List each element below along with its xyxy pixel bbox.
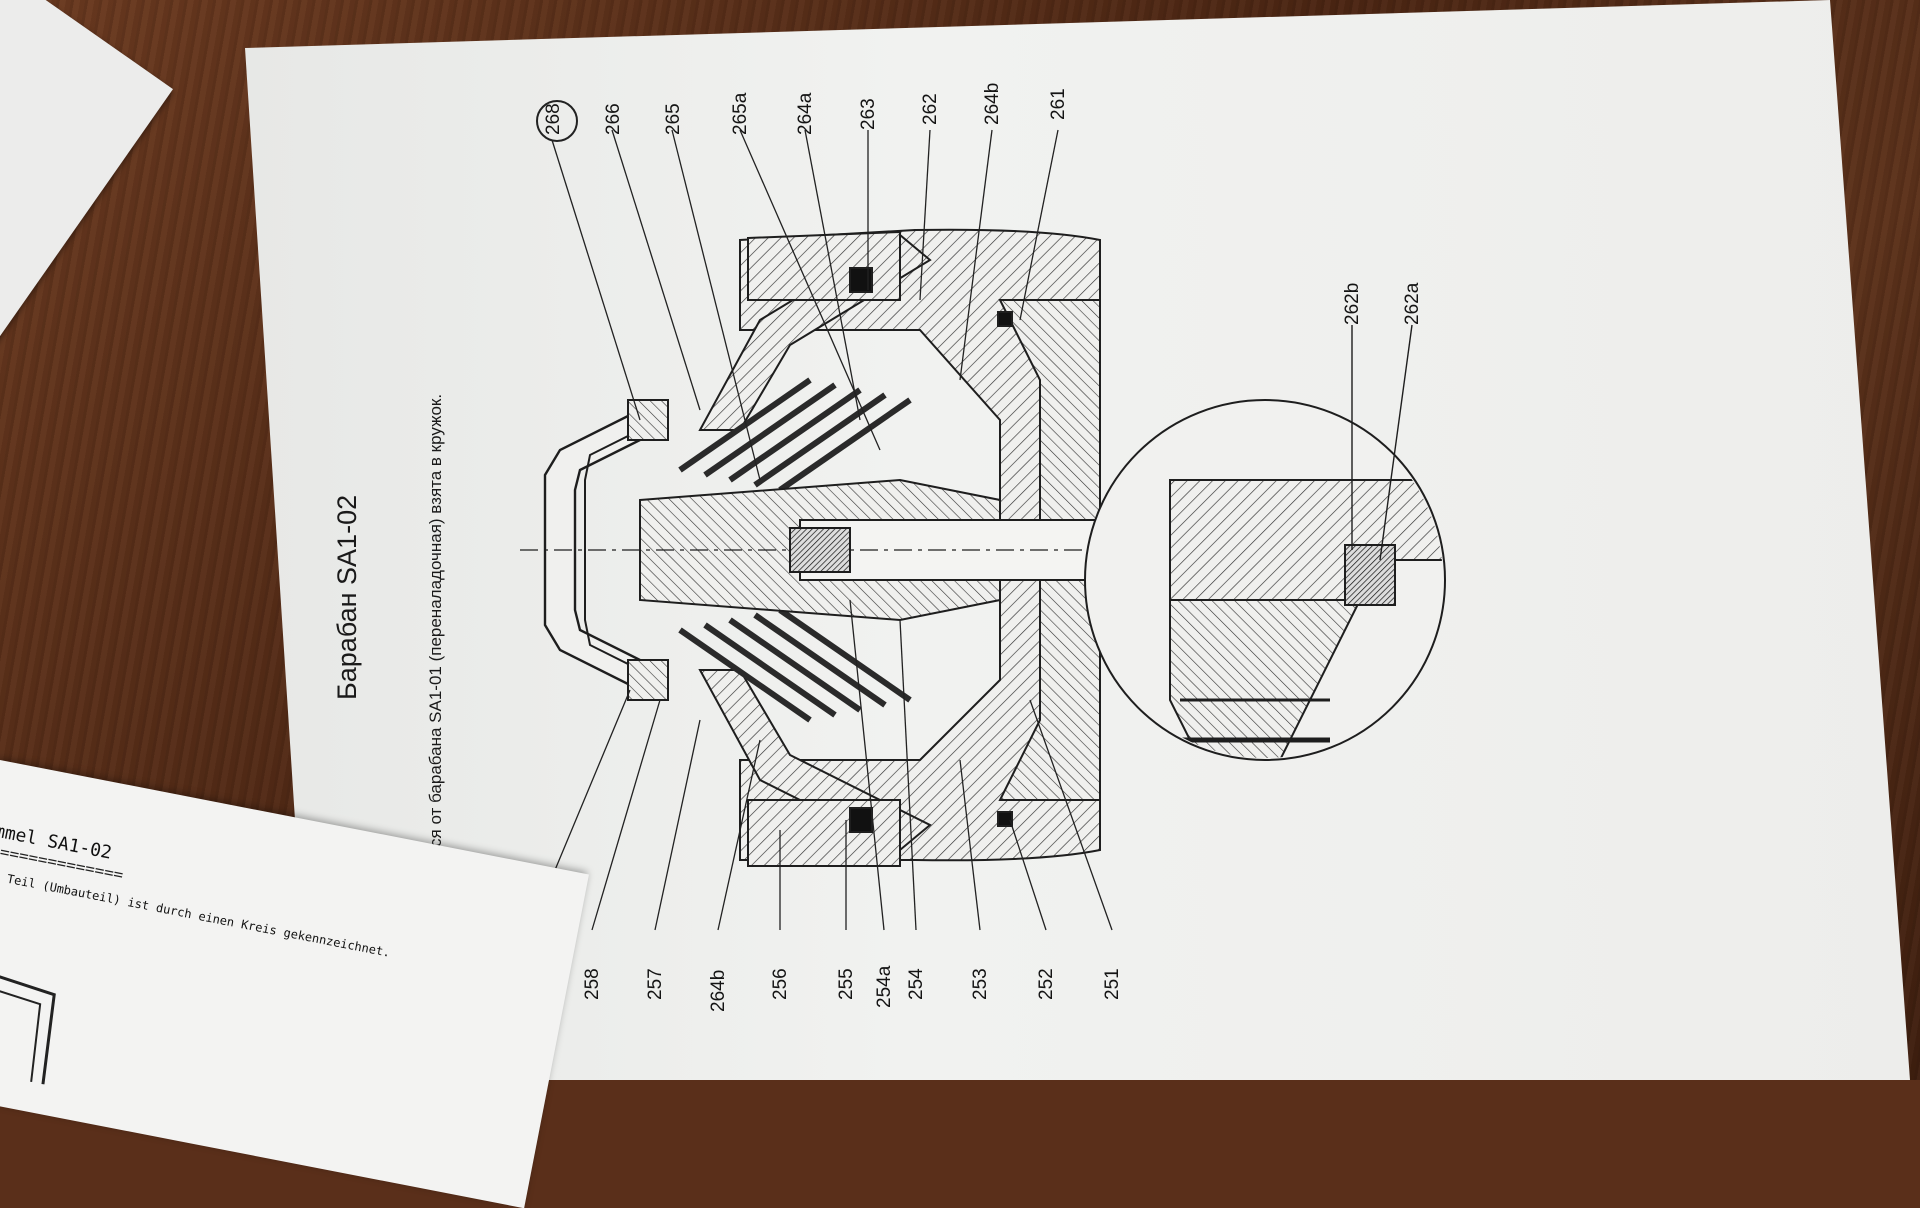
part-label-264b: 264b	[982, 82, 1003, 125]
part-label-258: 258	[582, 968, 603, 1000]
part-label-262a: 262a	[1402, 282, 1423, 325]
detail-circle	[1084, 324, 1505, 761]
part-label-253: 253	[970, 968, 991, 1000]
gasket-ring-lower	[997, 811, 1013, 827]
lock-ring-top	[627, 399, 669, 441]
part-label-262b: 262b	[1342, 282, 1363, 325]
part-label-264a: 264a	[795, 92, 816, 135]
neck-cap-inner	[584, 429, 641, 671]
changed-part-circle	[536, 100, 578, 142]
lid-thread-upper	[747, 230, 901, 301]
part-label-261: 261	[1048, 88, 1069, 120]
part-label-255: 255	[836, 968, 857, 1000]
part-label-257: 257	[645, 968, 666, 1000]
drum-cross-section	[520, 228, 1130, 867]
detail-seal	[1344, 544, 1396, 606]
gasket-bottom	[849, 807, 873, 833]
detail-oring	[1475, 595, 1505, 617]
gasket-top	[849, 267, 873, 293]
disc-stack-lower	[678, 607, 912, 723]
leader-lines	[529, 129, 1113, 931]
part-label-265: 265	[663, 103, 684, 135]
detail-housing	[1169, 479, 1443, 601]
part-label-266: 266	[603, 103, 624, 135]
part-label-265a: 265a	[730, 92, 751, 135]
part-label-252: 252	[1036, 968, 1057, 1000]
disc-stack-upper	[678, 377, 912, 493]
detail-cone	[1169, 599, 1362, 758]
lock-ring-bottom	[627, 659, 669, 701]
german-sheet: mmel SA1-02 ============== de Teil (Umba…	[0, 760, 589, 1208]
part-label-262: 262	[920, 93, 941, 125]
part-label-256: 256	[770, 968, 791, 1000]
bowl-outer	[739, 228, 1101, 862]
document-title: Барабан SA1-02	[332, 494, 362, 700]
part-label-263: 263	[858, 98, 879, 130]
separator-drum-drawing	[520, 129, 1505, 931]
part-label-254: 254	[906, 968, 927, 1000]
german-note: de Teil (Umbauteil) ist durch einen Krei…	[0, 867, 392, 960]
detail-leader-262a	[1379, 324, 1413, 561]
part-label-254a: 254a	[874, 965, 895, 1008]
part-label-251: 251	[1102, 968, 1123, 1000]
part-label-264b-lower: 264b	[708, 969, 729, 1012]
gasket-ring-upper	[997, 311, 1013, 327]
lid-thread-lower	[747, 799, 901, 867]
german-sketch	[0, 968, 56, 1085]
spindle-nut	[789, 527, 851, 573]
